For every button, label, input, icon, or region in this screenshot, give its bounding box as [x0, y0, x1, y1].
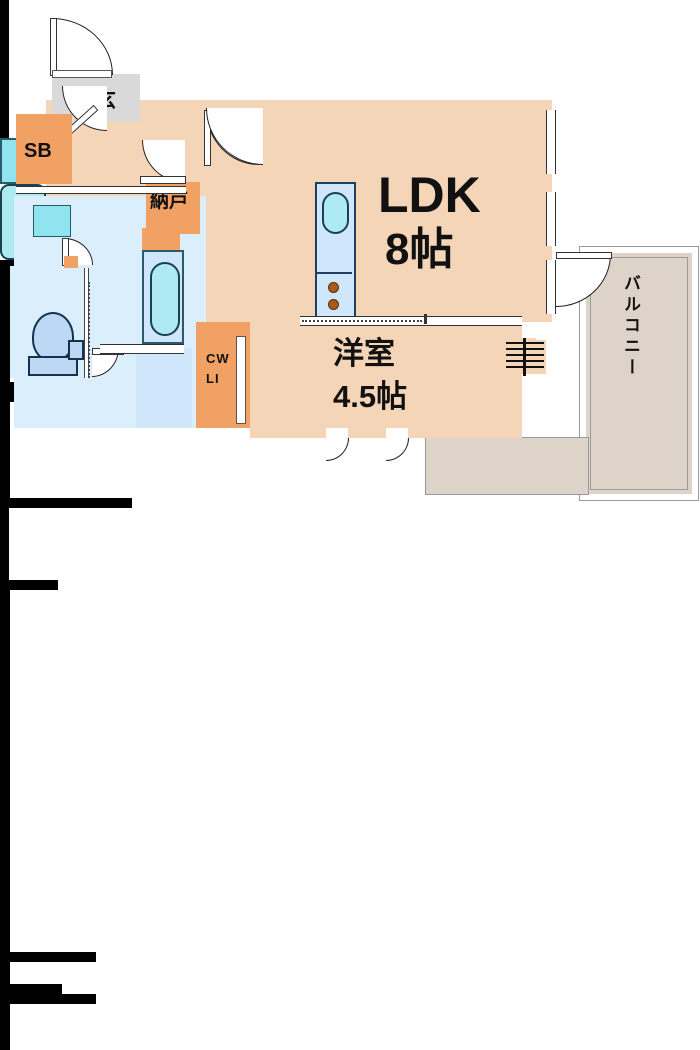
wall-washroom-left-lower [0, 984, 62, 994]
bath-entry-door[interactable] [100, 344, 184, 354]
balcony-area [586, 253, 692, 494]
stove-burner-front [328, 282, 339, 293]
entrance-door-arc [52, 18, 113, 75]
closet-door-panel[interactable] [236, 336, 246, 424]
nando-label: 納戸 [150, 191, 189, 212]
grille-center-bar [523, 338, 526, 376]
stove-burner-rear [328, 299, 339, 310]
yoshitsu-floor [250, 322, 522, 438]
toilet-tank [28, 356, 78, 376]
washroom-door-sill [64, 256, 78, 268]
wall-washroom-right [0, 590, 10, 730]
toilet-side-fixture [68, 340, 84, 360]
yoshitsu-label: 洋室 [333, 336, 395, 371]
wall-sb-right [0, 508, 9, 580]
unit-bath-floor [136, 348, 192, 428]
closet-label-bottom: LI [206, 371, 220, 386]
wall-washroom-top [0, 580, 58, 590]
shoebox-label: SB [24, 140, 52, 162]
bedroom-door-opening-right[interactable] [386, 428, 408, 438]
wall-washroom-right-lower [0, 730, 10, 830]
bedroom-partition-handle[interactable] [424, 314, 427, 324]
washroom-window[interactable] [16, 186, 186, 194]
nando-small-block [142, 228, 160, 250]
wall-toilet-top [0, 952, 96, 962]
ldk-balcony-door[interactable] [546, 260, 556, 314]
wall-left-between [0, 962, 10, 984]
lower-slab [425, 437, 589, 495]
yoshitsu-size-label: 4.5帖 [333, 379, 408, 414]
closet-area-upper [196, 322, 236, 352]
lower-slab-edge [425, 437, 589, 495]
ldk-label: LDK [378, 167, 481, 223]
wall-genkan-top-left [0, 382, 16, 392]
ldk-window-lower[interactable] [546, 192, 556, 246]
washing-pan-inner [33, 205, 71, 237]
wall-top-left-seg [0, 498, 132, 508]
wall-genkan-right [0, 326, 10, 382]
entrance-threshold [52, 70, 112, 78]
vanity-basin [150, 262, 180, 336]
bedroom-door-arc-left [326, 438, 349, 461]
closet-label-top: CW [206, 351, 230, 366]
wall-toilet-bottom [0, 994, 96, 1004]
kitchen-sink [322, 192, 349, 234]
counter-divider [315, 272, 352, 274]
balcony-door-leaf [556, 252, 612, 259]
wall-toilet-right [0, 1004, 10, 1050]
entrance-door-leaf [50, 18, 57, 76]
bedroom-door-arc-right [386, 438, 409, 461]
kitchen-side-wall [0, 0, 9, 138]
balcony-inner-railing [590, 257, 688, 490]
bedroom-door-opening-left[interactable] [326, 428, 348, 438]
nando-door-leaf [140, 176, 186, 184]
ldk-window-upper[interactable] [546, 110, 556, 174]
wall-left-toilet-outer [0, 830, 10, 952]
balcony-label: バルコニー [621, 274, 640, 379]
toilet-sliding-door[interactable] [88, 282, 90, 378]
wall-left-upper [0, 402, 10, 498]
ldk-size-label: 8帖 [385, 225, 454, 274]
wall-genkan-left [0, 270, 10, 326]
balcony-outer-railing [579, 246, 699, 501]
bedroom-partition-track [302, 320, 422, 322]
shoebox-area [16, 114, 72, 184]
